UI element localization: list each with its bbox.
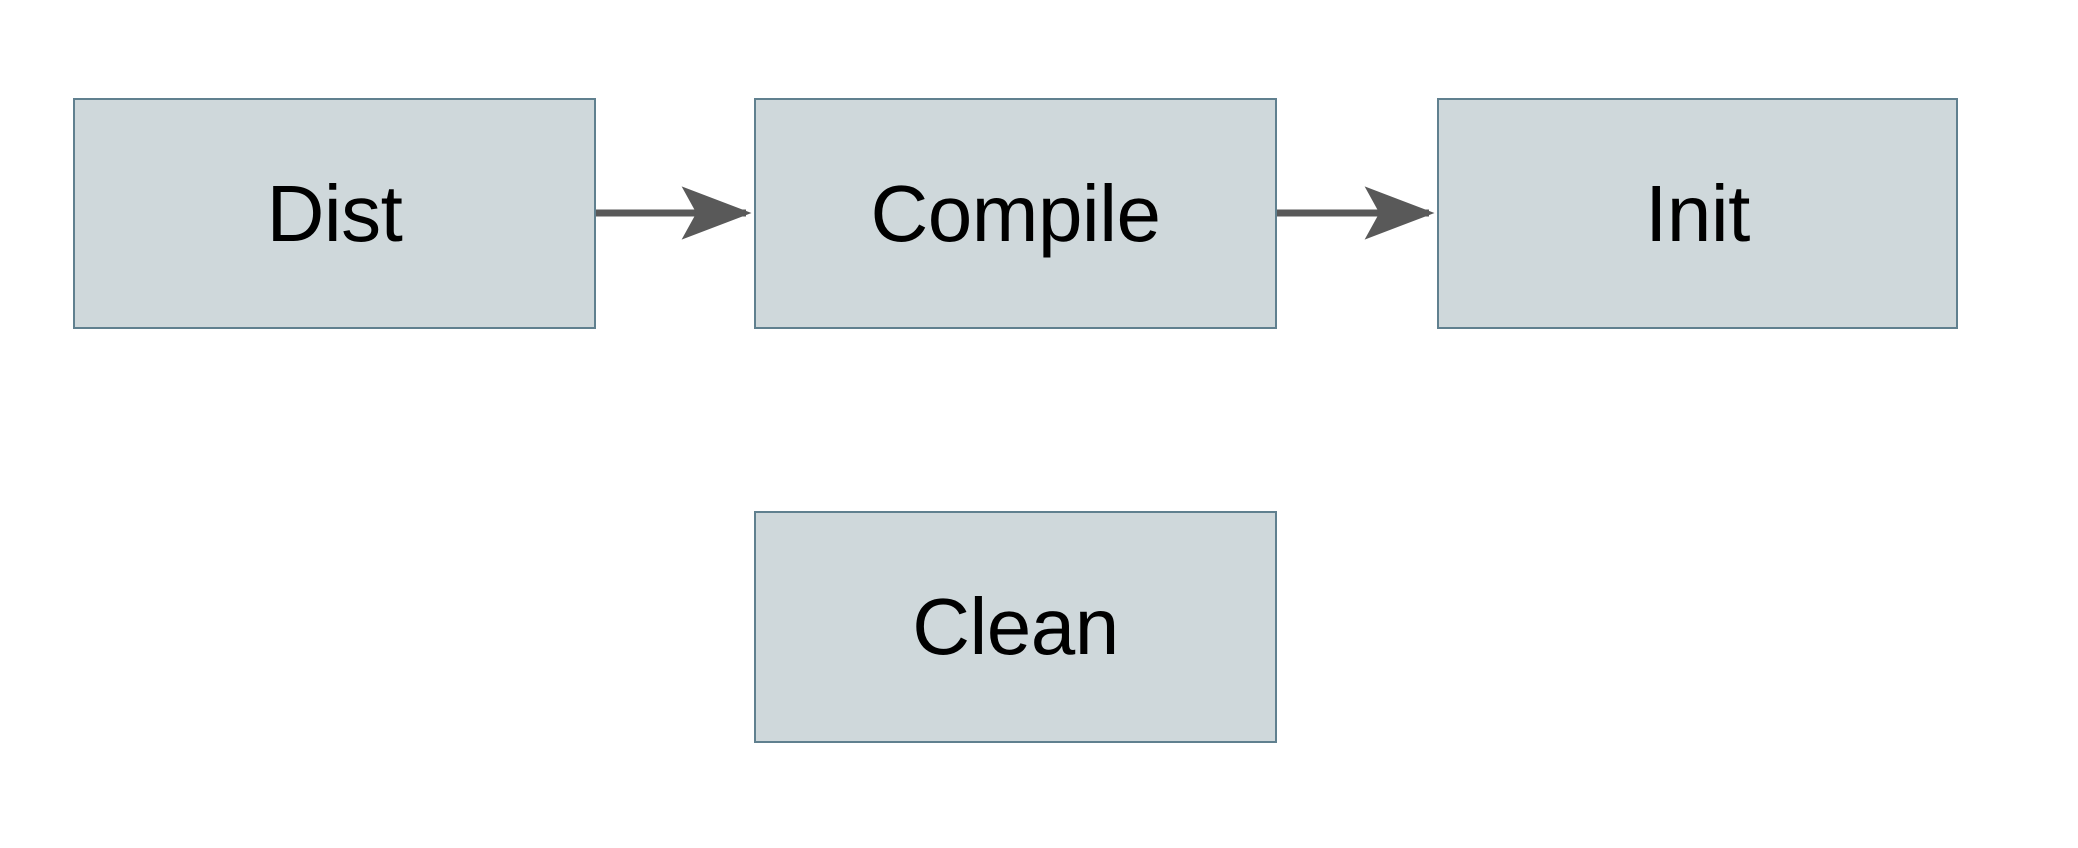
node-dist[interactable]: Dist <box>73 98 596 329</box>
node-init[interactable]: Init <box>1437 98 1958 329</box>
node-dist-label: Dist <box>266 168 403 258</box>
node-clean-label: Clean <box>912 582 1119 671</box>
node-compile-label: Compile <box>870 168 1161 258</box>
node-clean[interactable]: Clean <box>754 511 1277 743</box>
node-init-label: Init <box>1645 168 1750 258</box>
node-compile[interactable]: Compile <box>754 98 1277 329</box>
